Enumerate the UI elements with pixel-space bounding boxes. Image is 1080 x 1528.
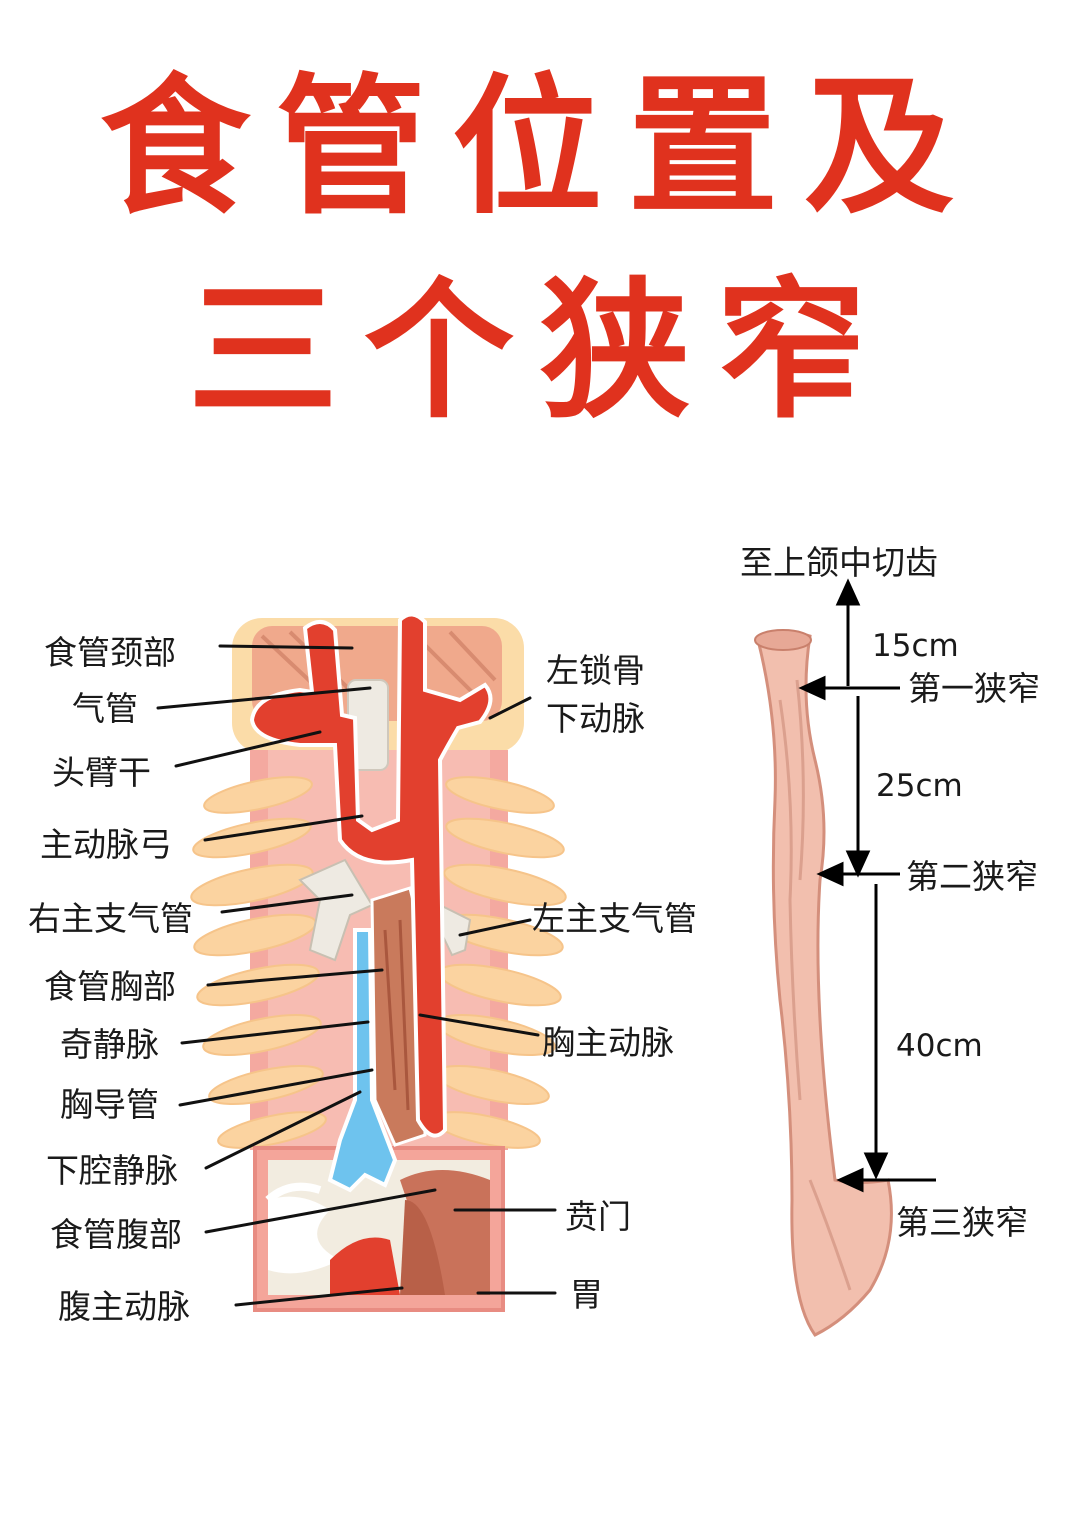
label-left-bronchus: 左主支气管 xyxy=(532,899,697,938)
title-line-2: 三个狭窄 xyxy=(187,265,892,439)
dist-15cm: 15cm xyxy=(872,628,959,664)
label-left-subclavian-2: 下动脉 xyxy=(546,699,645,738)
label-thoracic-duct: 胸导管 xyxy=(60,1085,159,1124)
label-cardia: 贲门 xyxy=(565,1197,631,1236)
label-thoracic: 食管胸部 xyxy=(44,967,176,1006)
leader-lines xyxy=(156,644,557,1307)
thoracic-duct xyxy=(327,928,398,1193)
label-cervical: 食管颈部 xyxy=(44,633,176,672)
esophagus-tube xyxy=(754,629,893,1337)
aorta xyxy=(249,612,493,1138)
label-ivc: 下腔静脉 xyxy=(46,1151,178,1190)
measurement-arrows xyxy=(798,578,936,1193)
label-right-bronchus: 右主支气管 xyxy=(28,899,193,938)
label-first-narrowing: 第一狭窄 xyxy=(908,669,1040,708)
label-abdominal: 食管腹部 xyxy=(50,1215,182,1254)
label-third-narrowing: 第三狭窄 xyxy=(896,1203,1028,1242)
label-incisor: 至上颌中切齿 xyxy=(740,543,938,582)
bronchi xyxy=(298,858,374,962)
label-brachiocephalic: 头臂干 xyxy=(52,753,151,792)
label-abdominal-aorta: 腹主动脉 xyxy=(58,1287,190,1326)
anatomy-illustration xyxy=(190,612,567,1312)
label-trachea: 气管 xyxy=(72,689,138,728)
dist-25cm: 25cm xyxy=(876,768,963,804)
label-stomach: 胃 xyxy=(570,1275,603,1314)
label-left-subclavian-1: 左锁骨 xyxy=(546,651,645,690)
label-azygos: 奇静脉 xyxy=(60,1025,159,1064)
label-thoracic-aorta: 胸主动脉 xyxy=(542,1023,674,1062)
title-line-1: 食管位置及 xyxy=(99,61,980,235)
narrowing-labels: 至上颌中切齿 15cm 第一狭窄 25cm 第二狭窄 40cm 第三狭窄 xyxy=(740,543,1040,1242)
anatomy-labels: 食管颈部 气管 头臂干 左锁骨 下动脉 主动脉弓 右主支气管 左主支气管 食管胸… xyxy=(28,633,697,1326)
label-aortic-arch: 主动脉弓 xyxy=(40,825,172,864)
dist-40cm: 40cm xyxy=(896,1028,983,1064)
label-second-narrowing: 第二狭窄 xyxy=(906,857,1038,896)
